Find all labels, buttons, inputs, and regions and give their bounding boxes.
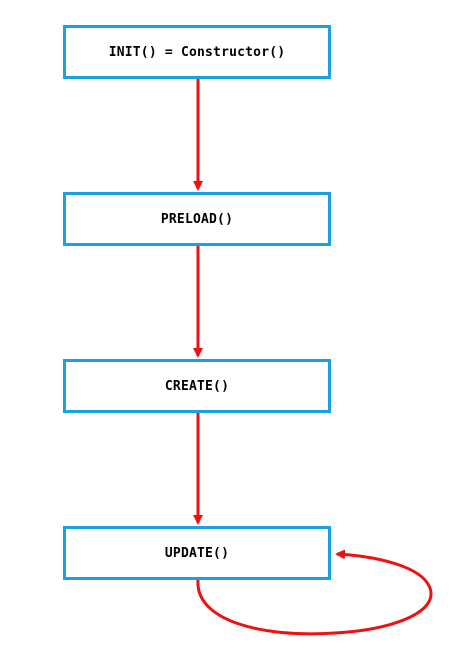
node-init-constructor: INIT() = Constructor() (63, 25, 331, 79)
node-preload: PRELOAD() (63, 192, 331, 246)
node-init-label: INIT() = Constructor() (108, 44, 286, 60)
node-create: CREATE() (63, 359, 331, 413)
node-create-label: CREATE() (164, 378, 230, 394)
arrow-update-loop (196, 549, 433, 636)
node-preload-label: PRELOAD() (160, 211, 234, 227)
node-update: UPDATE() (63, 526, 331, 580)
node-update-label: UPDATE() (164, 545, 230, 561)
